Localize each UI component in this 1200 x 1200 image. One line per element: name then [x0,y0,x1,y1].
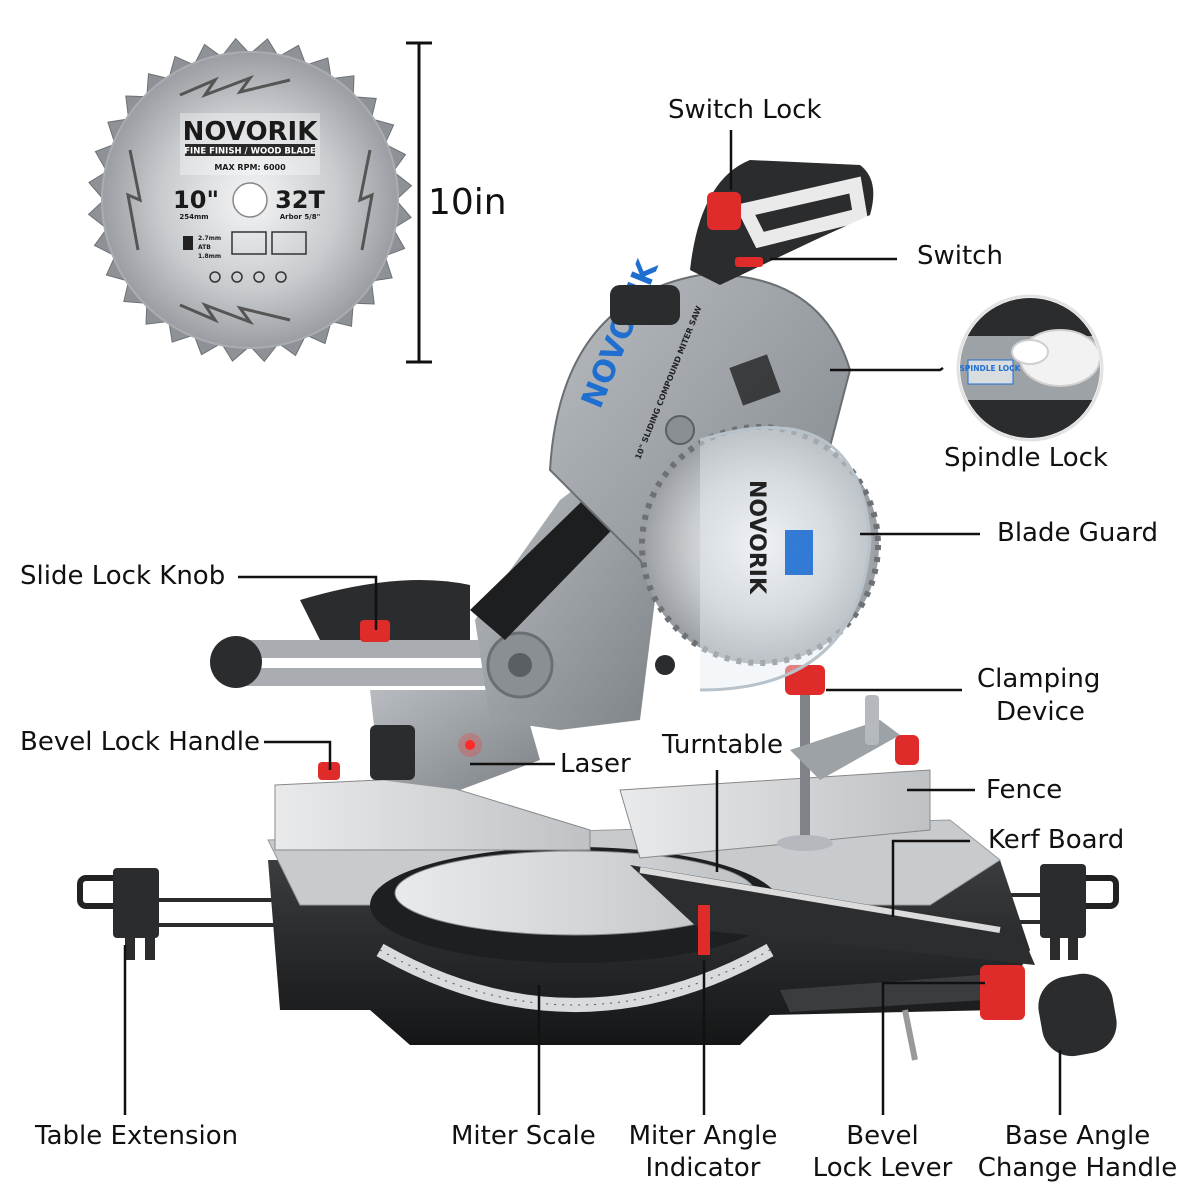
label-bevel-lock-lever-line2: Lock Lever [812,1153,953,1183]
leader-kerf-board [891,839,970,917]
turntable-arm [630,865,1035,965]
leader-spindle-lock [830,366,944,372]
dimension-indicator [406,41,432,364]
blade-kerf: 2.7mm [198,235,221,242]
label-bevel-lock-handle: Bevel Lock Handle [20,727,260,757]
bevel-lock-handle [318,762,340,780]
safety-icon [253,271,265,283]
label-turntable: Turntable [662,730,783,760]
leader-slide-lock-knob [238,575,378,630]
kerf-board [639,867,1001,933]
slide-rails [210,580,500,688]
blade-brand: NOVORIK [183,117,319,147]
label-miter-angle-indicator-line2: Indicator [645,1153,761,1183]
blade-rpm: MAX RPM: 6000 [214,163,286,172]
blade-arbor-hole [232,182,268,218]
miter-scale [376,943,774,1012]
leader-lines [123,130,1062,1115]
saw-icon-2 [271,231,307,255]
label-kerf-board: Kerf Board [988,825,1125,855]
label-clamping-device-line2: Device [996,697,1085,727]
label-blade-guard: Blade Guard [997,518,1159,548]
blade-plate-thickness: 1.8mm [198,253,221,260]
safety-icon [231,271,243,283]
laser-emitter [465,740,475,750]
label-fence: Fence [986,775,1063,805]
label-switch: Switch [917,241,1003,271]
leader-bevel-lock-handle [264,740,332,770]
blade-arbor: Arbor 5/8" [280,213,321,221]
spindle-lock-badge: SPINDLE LOCK [960,364,1022,373]
blade-teeth-count: 32T [275,186,325,214]
safety-icon [275,271,287,283]
blade-subtitle: FINE FINISH / WOOD BLADE [184,147,316,157]
label-clamping-device-line1: Clamping [977,664,1101,694]
saw-blade-illustration: NOVORIK FINE FINISH / WOOD BLADE MAX RPM… [87,37,413,363]
label-spindle-lock: Spindle Lock [944,443,1108,473]
label-switch-lock: Switch Lock [668,95,822,125]
blade-decoration [179,301,291,326]
switch-trigger [735,257,763,267]
table-extension-left [77,868,300,960]
label-miter-angle-indicator-line1: Miter Angle [628,1121,778,1151]
base-angle-bracket [980,965,1025,1020]
blade-size-mm: 254mm [179,213,208,221]
switch-lock-button [707,192,741,230]
leader-bevel-lock-lever [881,981,985,1115]
blade-decoration [179,74,291,99]
label-bevel-lock-lever-line1: Bevel [846,1121,919,1151]
spindle-lock-inset: SPINDLE LOCK [956,294,1104,442]
label-base-angle-handle-line2: Change Handle [977,1153,1178,1183]
label-laser: Laser [560,749,631,779]
blade-grind: ATB [198,244,211,251]
fence-right [619,769,931,859]
dust-bag [300,580,470,640]
dimension-label: 10in [428,182,507,223]
base-angle-handle [1038,973,1117,1057]
label-base-angle-handle-line1: Base Angle [1004,1121,1151,1151]
blade-tooth-icon [183,236,193,250]
miter-angle-indicator [698,905,710,955]
blade-subtitle-bar [185,144,315,156]
slide-lock-knob [360,620,390,642]
miter-saw: NOVORIK 10" SLIDING COMPOUND MITER SAW N… [77,160,1119,1061]
safety-icon [209,271,221,283]
fence-left [274,777,591,851]
table-extension-right [940,864,1119,960]
label-miter-scale: Miter Scale [451,1121,596,1151]
label-slide-lock-knob: Slide Lock Knob [20,561,226,591]
blade-size: 10" [173,186,219,214]
saw-icon-1 [231,231,267,255]
saw-brand-on-blade: NOVORIK [744,480,769,595]
label-table-extension: Table Extension [35,1121,239,1151]
